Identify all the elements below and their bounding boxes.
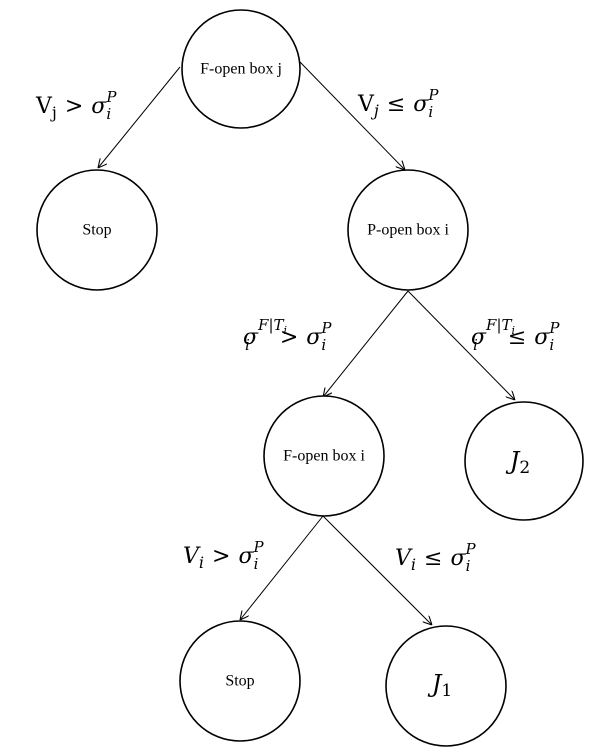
node-fopen-box-i: F-open box i: [263, 395, 385, 517]
node-stop-left: Stop: [36, 169, 158, 291]
edge-root-to-popen: [299, 61, 405, 170]
node-stop-left-label: Stop: [82, 222, 111, 239]
node-j1: J1: [385, 625, 507, 747]
node-fopen-box-i-label: F-open box i: [283, 448, 365, 465]
edge-popen-to-fopen: [323, 290, 409, 397]
node-fopen-box-j-label: F-open box j: [200, 61, 282, 78]
node-stop-bottom: Stop: [179, 620, 301, 742]
edge-fopen-to-stop: [240, 515, 324, 620]
edge-popen-to-j2: [407, 290, 515, 400]
node-stop-bottom-label: Stop: [225, 673, 254, 690]
node-popen-box-i: P-open box i: [347, 169, 469, 291]
edge-root-to-stop: [98, 66, 181, 168]
node-j2: J2: [464, 401, 584, 521]
node-fopen-box-j: F-open box j: [181, 9, 301, 129]
edge-fopen-to-j1: [322, 515, 432, 625]
node-popen-box-i-label: P-open box i: [367, 222, 449, 239]
